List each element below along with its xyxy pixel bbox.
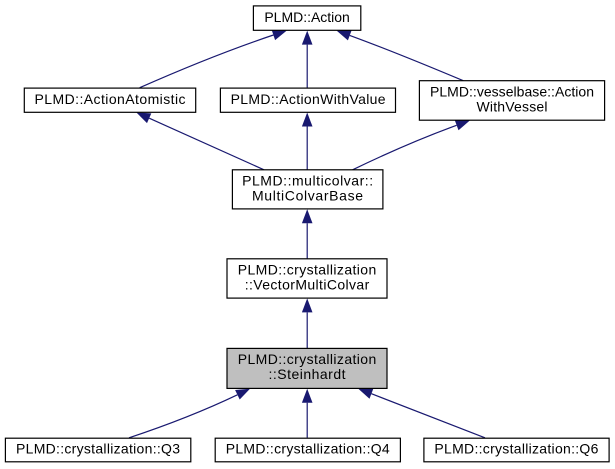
svg-text:PLMD::multicolvar::: PLMD::multicolvar:: [242,173,373,189]
svg-text:PLMD::ActionWithValue: PLMD::ActionWithValue [231,91,386,107]
svg-text:PLMD::crystallization: PLMD::crystallization [238,262,377,278]
svg-text:PLMD::crystallization: PLMD::crystallization [238,351,377,367]
svg-text:PLMD::crystallization::Q6: PLMD::crystallization::Q6 [434,441,598,457]
svg-text:WithVessel: WithVessel [477,98,548,114]
svg-text:PLMD::vesselbase::Action: PLMD::vesselbase::Action [430,84,594,100]
svg-text:::Steinhardt: ::Steinhardt [269,366,346,382]
svg-text:PLMD::Action: PLMD::Action [264,9,350,25]
svg-text:PLMD::crystallization::Q3: PLMD::crystallization::Q3 [16,441,180,457]
svg-text:PLMD::crystallization::Q4: PLMD::crystallization::Q4 [226,441,390,457]
svg-text:::VectorMultiColvar: ::VectorMultiColvar [245,277,370,293]
svg-text:MultiColvarBase: MultiColvarBase [252,188,363,204]
svg-text:PLMD::ActionAtomistic: PLMD::ActionAtomistic [35,91,186,107]
